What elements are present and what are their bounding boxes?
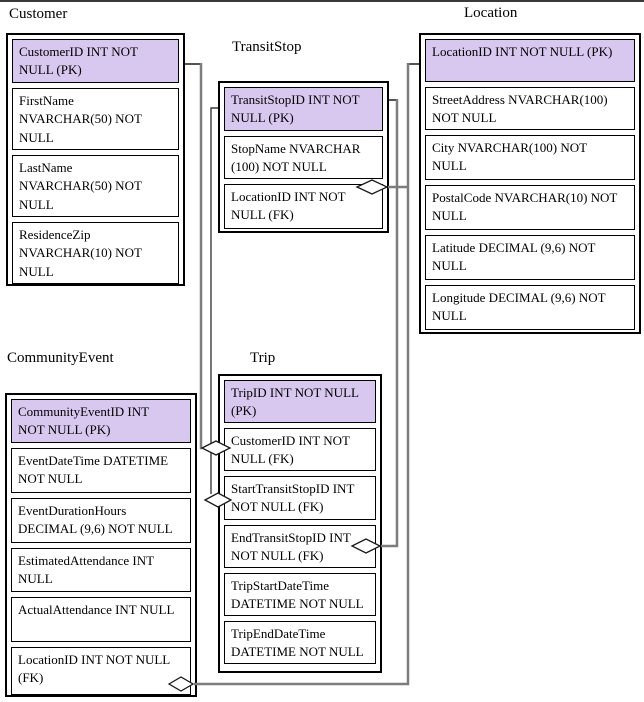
attribute-row[interactable]: EventDateTime DATETIME NOT NULL xyxy=(11,448,191,493)
attribute-row[interactable]: ResidenceZip NVARCHAR(10) NOT NULL xyxy=(12,222,179,284)
pk-attribute-row[interactable]: TransitStopID INT NOT NULL (PK) xyxy=(224,87,383,131)
attribute-row[interactable]: City NVARCHAR(100) NOT NULL xyxy=(425,135,635,180)
connector-transitstop-trip-start xyxy=(210,107,218,494)
attribute-row[interactable]: Longitude DECIMAL (9,6) NOT NULL xyxy=(425,285,635,330)
fk-attribute-row[interactable]: EndTransitStopID INT NOT NULL (FK) xyxy=(224,525,376,568)
fk-attribute-row[interactable]: LocationID INT NOT NULL (FK) xyxy=(11,647,191,695)
attribute-row[interactable]: TripStartDateTime DATETIME NOT NULL xyxy=(224,573,376,616)
connector-customer-trip xyxy=(199,63,203,450)
entity-trip[interactable]: TripID INT NOT NULL (PK) CustomerID INT … xyxy=(218,374,382,673)
fk-attribute-row[interactable]: CustomerID INT NOT NULL (FK) xyxy=(224,428,376,471)
entity-title-customer: Customer xyxy=(9,6,68,22)
entity-title-communityevent: CommunityEvent xyxy=(7,350,114,366)
attribute-row[interactable]: TripEndDateTime DATETIME NOT NULL xyxy=(224,621,376,664)
entity-transitstop[interactable]: TransitStopID INT NOT NULL (PK) StopName… xyxy=(218,81,389,233)
attribute-row[interactable]: EventDurationHours DECIMAL (9,6) NOT NUL… xyxy=(11,498,191,543)
pk-attribute-row[interactable]: CommunityEventID INT NOT NULL (PK) xyxy=(11,399,191,443)
pk-attribute-row[interactable]: CustomerID INT NOT NULL (PK) xyxy=(12,39,179,83)
attribute-row[interactable]: ActualAttendance INT NULL xyxy=(11,597,191,642)
attribute-row[interactable]: LastName NVARCHAR(50) NOT NULL xyxy=(12,155,179,217)
fk-attribute-row[interactable]: LocationID INT NOT NULL (FK) xyxy=(224,184,383,229)
pk-attribute-row[interactable]: TripID INT NOT NULL (PK) xyxy=(224,380,376,423)
attribute-row[interactable]: FirstName NVARCHAR(50) NOT NULL xyxy=(12,88,179,150)
entity-customer[interactable]: CustomerID INT NOT NULL (PK) FirstName N… xyxy=(6,33,185,286)
attribute-row[interactable]: StopName NVARCHAR (100) NOT NULL xyxy=(224,136,383,179)
pk-attribute-row[interactable]: LocationID INT NOT NULL (PK) xyxy=(425,39,635,82)
fk-attribute-row[interactable]: StartTransitStopID INT NOT NULL (FK) xyxy=(224,476,376,520)
attribute-row[interactable]: StreetAddress NVARCHAR(100) NOT NULL xyxy=(425,87,635,130)
entity-title-transitstop: TransitStop xyxy=(232,39,302,55)
entity-title-trip: Trip xyxy=(250,350,276,366)
entity-location[interactable]: LocationID INT NOT NULL (PK) StreetAddre… xyxy=(419,33,641,334)
attribute-row[interactable]: PostalCode NVARCHAR(10) NOT NULL xyxy=(425,185,635,230)
attribute-row[interactable]: EstimatedAttendance INT NULL xyxy=(11,548,191,592)
entity-communityevent[interactable]: CommunityEventID INT NOT NULL (PK) Event… xyxy=(5,393,197,697)
attribute-row[interactable]: Latitude DECIMAL (9,6) NOT NULL xyxy=(425,235,635,280)
entity-title-location: Location xyxy=(464,5,518,21)
